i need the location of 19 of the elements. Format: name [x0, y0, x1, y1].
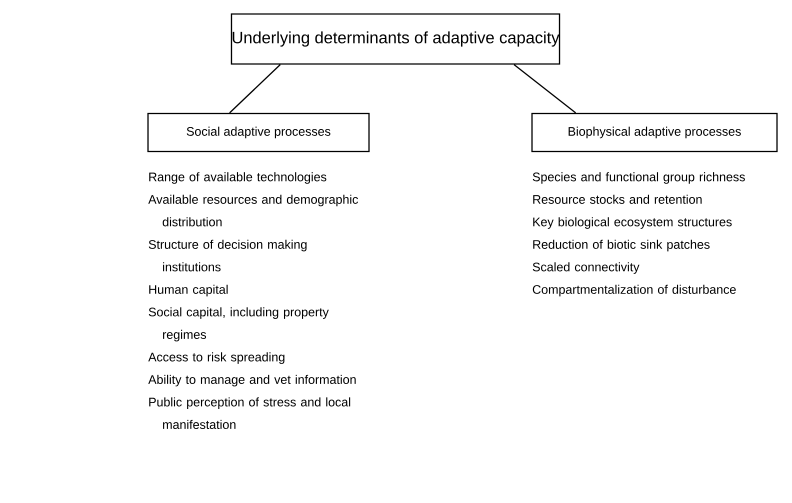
list-item: Compartmentalization of disturbance: [532, 284, 736, 296]
list-item: Range of available technologies: [149, 172, 326, 184]
list-item: Public perception of stress and local manifestation: [149, 397, 350, 429]
connector-line: [229, 64, 281, 114]
process-box: Social adaptive processes: [147, 112, 370, 152]
list-item: Reduction of biotic sink patches: [533, 240, 710, 252]
list-item: Key biological ecosystem structures: [533, 217, 732, 229]
list-item: Social capital, including property regimes: [148, 307, 329, 342]
connector-line: [514, 64, 576, 114]
list-item: Available resources and demographic distribution: [148, 194, 358, 226]
process-box: Underlying determinants of adaptive capacity: [230, 13, 560, 65]
list-item: Scaled connectivity: [532, 262, 640, 274]
list-item: Structure of decision making institutions: [148, 240, 307, 272]
list-item: Species and functional group richness: [532, 172, 745, 184]
list-item: Ability to manage and vet information: [148, 374, 356, 386]
list-item: Resource stocks and retention: [533, 194, 702, 204]
process-box: Biophysical adaptive processes: [531, 112, 778, 152]
list-item: Human capital: [149, 284, 228, 296]
list-item: Access to risk spreading: [148, 352, 284, 364]
